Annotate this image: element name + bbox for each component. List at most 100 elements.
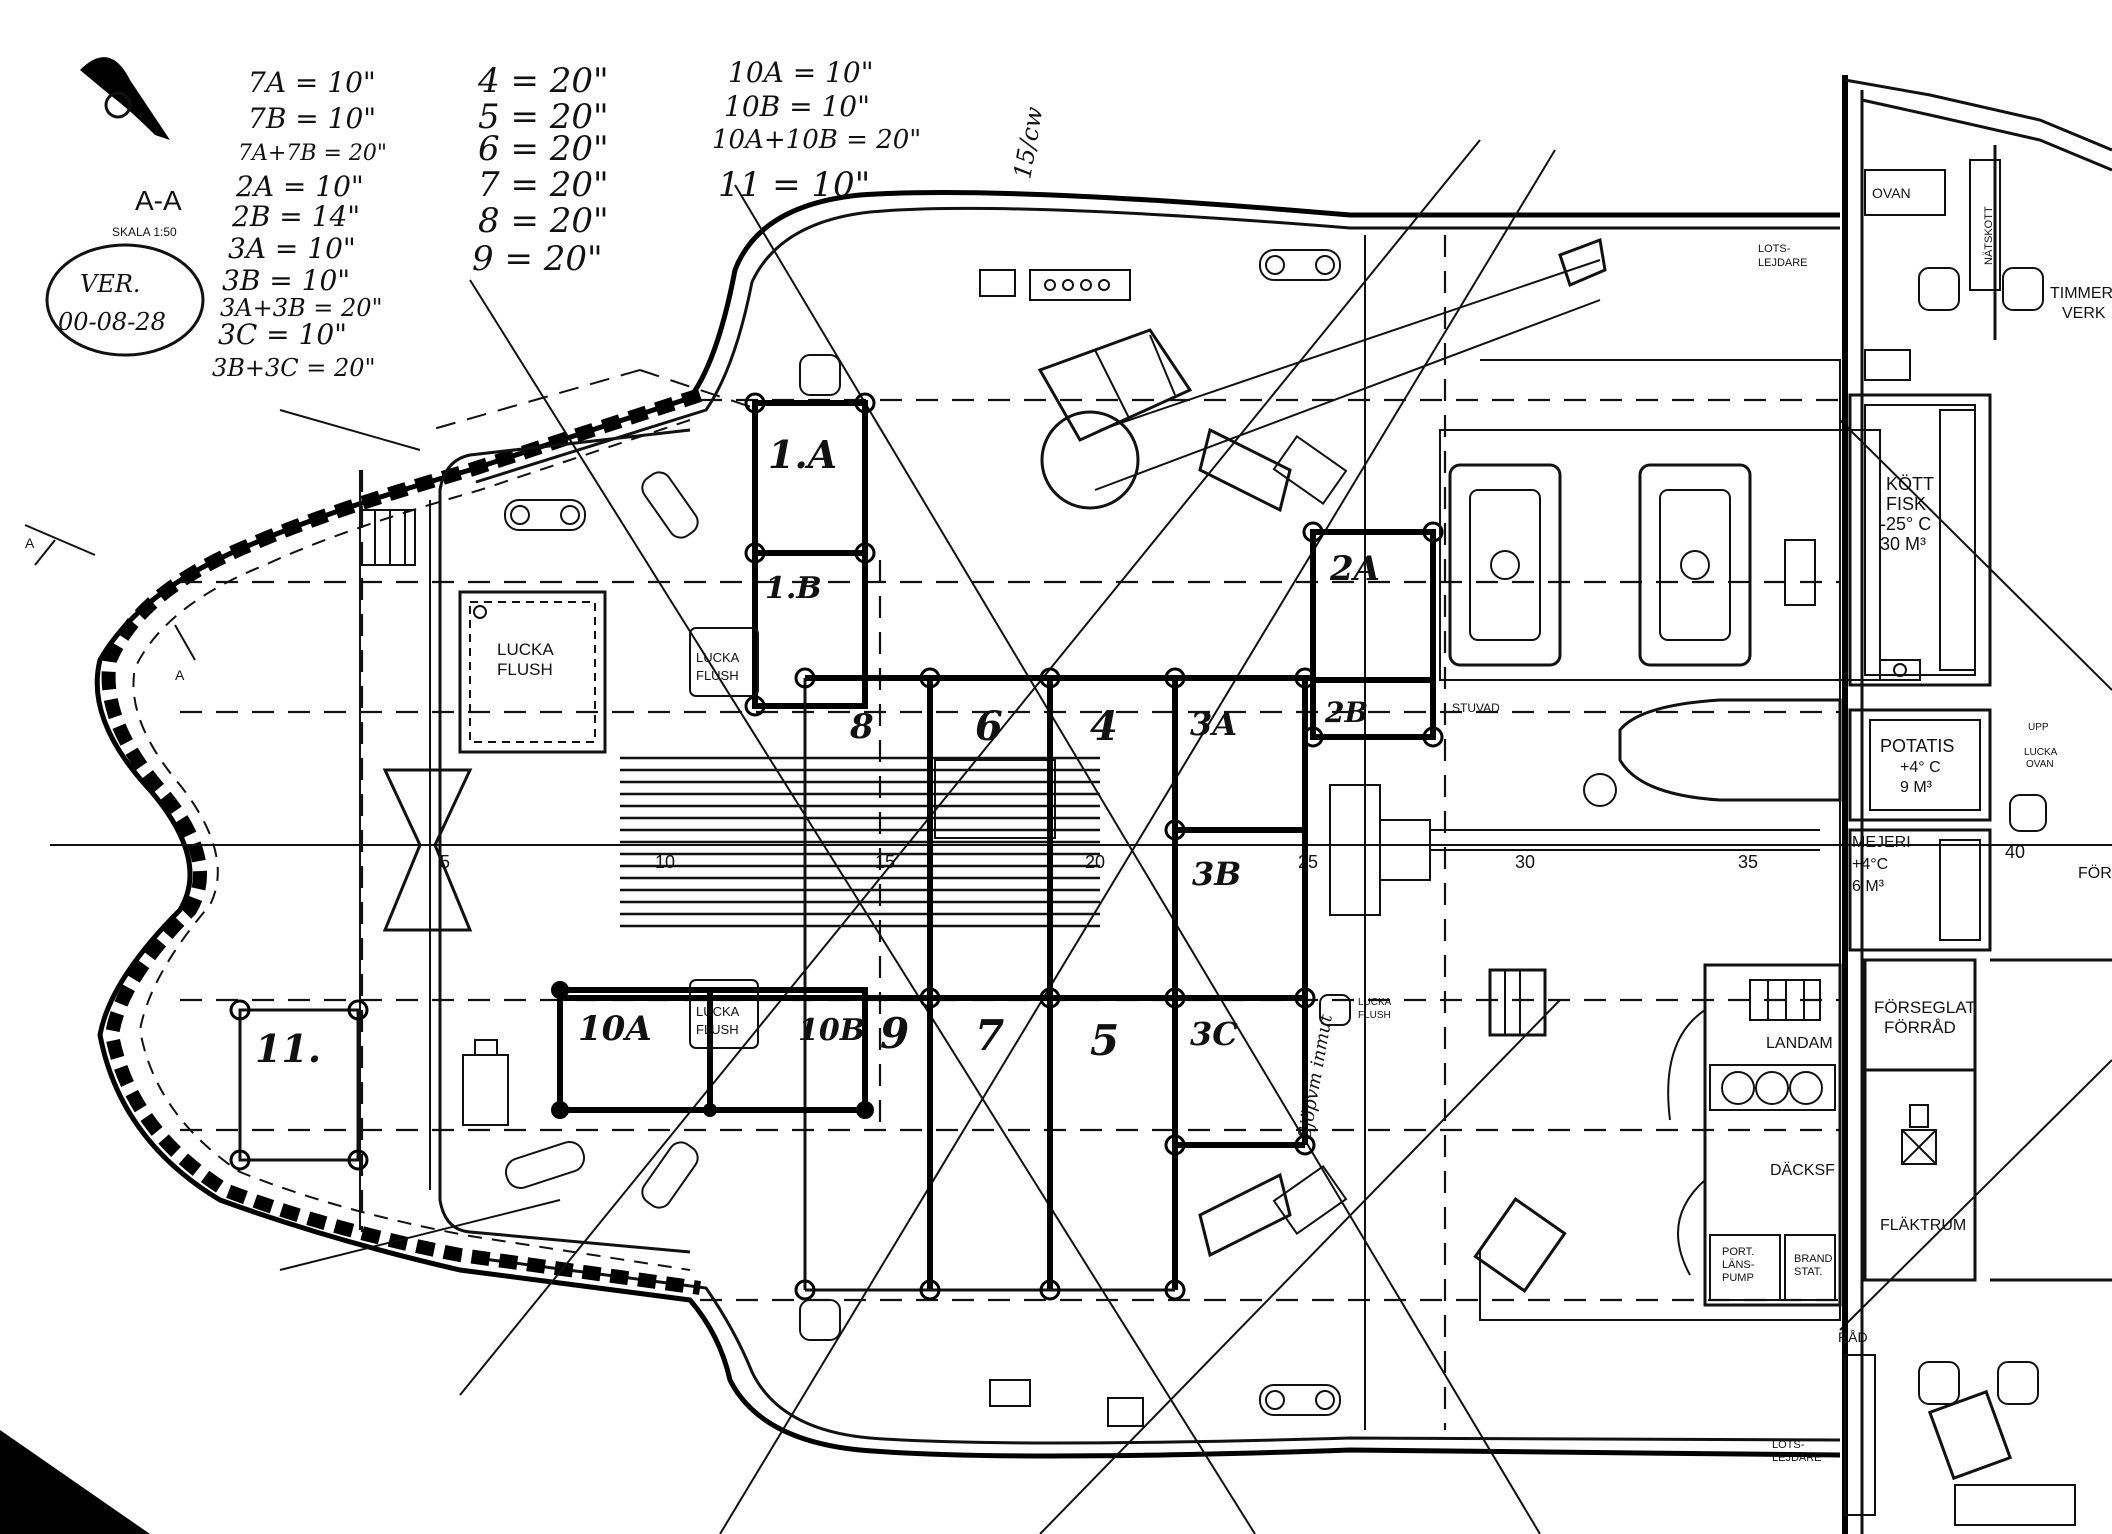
section-label: A-A	[135, 185, 182, 216]
legend-2-1: 5 = 20"	[478, 97, 609, 137]
frame-40: 40	[2005, 842, 2025, 862]
dacksf-label: DÄCKSF	[1770, 1161, 1835, 1179]
kott-label-3: -25° C	[1880, 514, 1931, 534]
room-labels: LUCKA FLUSH LUCKA FLUSH LUCKA FLUSH LUCK…	[497, 185, 2112, 1464]
zone-11: 11.	[255, 1026, 321, 1071]
zone-4: 4	[1090, 703, 1118, 750]
zone-10b: 10B	[798, 1013, 865, 1048]
zone-3a: 3A	[1190, 705, 1237, 743]
legend-2-0: 4 = 20"	[477, 61, 609, 101]
timmer-label-1: TIMMER	[2050, 285, 2112, 302]
port-label-3: PUMP	[1722, 1272, 1754, 1284]
mejeri-label-3: 6 M³	[1852, 878, 1885, 895]
legend-2-2: 6 = 20"	[478, 129, 609, 169]
legend: 7A = 10" 7B = 10" 7A+7B = 20" 2A = 10" 2…	[212, 56, 1337, 1141]
diagonal-lines	[279, 139, 2112, 1534]
legend-2-4: 8 = 20"	[478, 201, 609, 241]
forseglat-label-2: FÖRRÅD	[1884, 1018, 1956, 1037]
legend-1-1: 7B = 10"	[248, 102, 376, 135]
zone-2b: 2B	[1324, 696, 1368, 729]
lucka-flush-side-2: FLUSH	[1358, 1010, 1391, 1021]
scale-label: SKALA 1:50	[112, 225, 177, 239]
revision-stamp: VER. 00-08-28	[45, 243, 205, 357]
legend-1-7: 3A+3B = 20"	[220, 294, 383, 322]
lotslejdare-top-2: LEJDARE	[1758, 257, 1808, 269]
potatis-label-3: 9 M³	[1900, 779, 1933, 796]
hull-outline	[94, 190, 1841, 1459]
kott-label-1: KÖTT	[1886, 474, 1934, 494]
lucka-flush-small-1: LUCKA	[696, 650, 740, 665]
zone-9: 9	[880, 1009, 909, 1058]
revision-line1: VER.	[80, 270, 141, 298]
legend-1-3: 2A = 10"	[235, 170, 364, 203]
zone-3c: 3C	[1190, 1015, 1238, 1053]
zone-2a: 2A	[1329, 549, 1380, 589]
for-fragment: FÖR	[2078, 864, 2112, 882]
lucka-flush-big-1: LUCKA	[497, 640, 554, 659]
lotslejdare-top-1: LOTS-	[1758, 243, 1791, 255]
potatis-label-2: +4° C	[1900, 759, 1941, 776]
forseglat-label-1: FÖRSEGLAT	[1874, 998, 1976, 1017]
lotslejdare-bottom-1: LOTS-	[1772, 1439, 1805, 1451]
side-note: 15/cw	[1008, 104, 1048, 181]
zone-5: 5	[1090, 1016, 1119, 1065]
landam-label: LANDAM	[1766, 1035, 1833, 1052]
kott-label-4: 30 M³	[1880, 534, 1926, 554]
potatis-label-1: POTATIS	[1880, 736, 1954, 756]
forrad-fragment: RÅD	[1838, 1329, 1868, 1345]
lotslejdare-bottom-2: LEJDARE	[1772, 1452, 1822, 1464]
lucka-flush-side-1: LUCKA	[1358, 997, 1392, 1008]
lucka-flush-small-2: FLUSH	[696, 668, 739, 683]
legend-3-1: 10B = 10"	[724, 90, 870, 123]
mejeri-label-2: +4°C	[1852, 856, 1888, 873]
zone-3b: 3B	[1192, 855, 1241, 893]
natskott-label: NÄTSKOTT	[1983, 206, 1995, 265]
timmer-label-2: VERK	[2062, 305, 2106, 322]
legend-1-9: 3B+3C = 20"	[212, 354, 376, 382]
legend-3-0: 10A = 10"	[728, 56, 874, 89]
lucka-flush-lower-1: LUCKA	[696, 1004, 740, 1019]
zone-nodes	[229, 392, 1444, 1301]
legend-2-3: 7 = 20"	[478, 165, 609, 205]
legend-1-5: 3A = 10"	[228, 232, 356, 265]
zone-1a: 1.A	[768, 432, 837, 477]
zone-1b: 1.B	[765, 571, 822, 606]
section-marker-bottom: A	[175, 667, 185, 683]
revision-line2: 00-08-28	[58, 308, 166, 336]
stuvad-label: STUVAD	[1452, 701, 1500, 715]
superstructure	[1667, 75, 2112, 1534]
kott-label-2: FISK	[1886, 494, 1926, 514]
zone-6: 6	[975, 703, 1003, 750]
flaktrum-label: FLÄKTRUM	[1880, 1216, 1966, 1234]
ovan-label: OVAN	[1872, 185, 1911, 201]
section-header: A-A SKALA 1:50 A A	[0, 57, 196, 1534]
port-label-1: PORT.	[1722, 1246, 1754, 1258]
legend-1-6: 3B = 10"	[222, 264, 350, 297]
frame-25: 25	[1298, 852, 1318, 872]
lucka-ovan-1: LUCKA	[2024, 747, 2058, 758]
legend-3-3: 11 = 10"	[718, 165, 870, 205]
hatch-grating	[620, 756, 1100, 928]
legend-1-2: 7A+7B = 20"	[238, 141, 387, 166]
port-label-2: LÄNS-	[1722, 1259, 1755, 1271]
zone-7: 7	[975, 1011, 1004, 1060]
zone-10a: 10A	[578, 1009, 652, 1049]
brand-label-2: STAT.	[1794, 1266, 1822, 1278]
legend-2-5: 9 = 20"	[472, 239, 603, 279]
frame-35: 35	[1738, 852, 1758, 872]
legend-1-8: 3C = 10"	[218, 318, 347, 351]
signature: Sjöpvm inmut	[1294, 1012, 1337, 1141]
brand-label-1: BRAND	[1794, 1253, 1833, 1265]
legend-3-2: 10A+10B = 20"	[712, 125, 921, 155]
zone-8: 8	[849, 707, 874, 747]
mejeri-label-1: MEJERI	[1852, 834, 1911, 851]
zone-labels: 1.A 1.B 8 6 4 3A 2A 2B 3B 3C 10A 10B 9 7…	[255, 432, 1380, 1071]
upp-label: UPP	[2028, 722, 2049, 733]
lucka-flush-lower-2: FLUSH	[696, 1022, 739, 1037]
deck-equipment	[359, 237, 2047, 1481]
lucka-flush-big-2: FLUSH	[497, 660, 553, 679]
frame-30: 30	[1515, 852, 1535, 872]
lucka-ovan-2: OVAN	[2026, 759, 2054, 770]
section-marker-top: A	[25, 535, 35, 551]
